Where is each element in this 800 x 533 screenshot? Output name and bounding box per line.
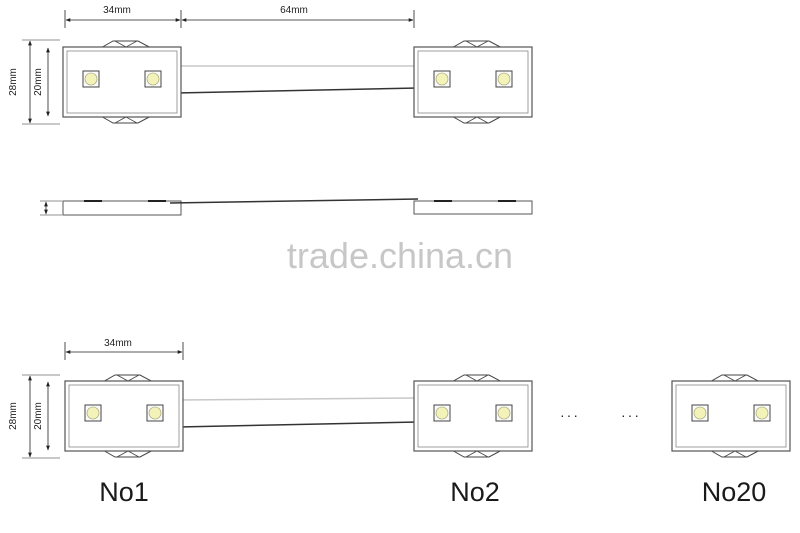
led-module-no1 <box>65 375 183 457</box>
led-module-no2 <box>414 375 532 457</box>
module-length-label: 34mm <box>103 5 131 16</box>
module-label-no20: No20 <box>702 477 767 507</box>
chain-inner-height-label: 20mm <box>33 402 44 430</box>
side-view <box>40 198 533 216</box>
spacing-label: 64mm <box>280 5 308 16</box>
inner-height-label: 20mm <box>33 68 44 96</box>
ellipsis-1: ··· <box>560 407 580 423</box>
module-label-no1: No1 <box>99 477 149 507</box>
led-module-2-top <box>414 41 532 123</box>
chain-module-length-label: 34mm <box>104 338 132 349</box>
chain-view: 34mm 28mm 20mm ··· ··· No1 No2 No20 <box>8 338 790 507</box>
top-view: 34mm 64mm 28mm 20mm <box>8 5 532 125</box>
led-module-no20 <box>672 375 790 457</box>
watermark-text: trade.china.cn <box>287 235 513 276</box>
ellipsis-2: ··· <box>621 407 641 423</box>
outer-height-label: 28mm <box>8 68 19 96</box>
led-module-1-top <box>63 41 181 123</box>
chain-outer-height-label: 28mm <box>8 402 19 430</box>
module-label-no2: No2 <box>450 477 500 507</box>
